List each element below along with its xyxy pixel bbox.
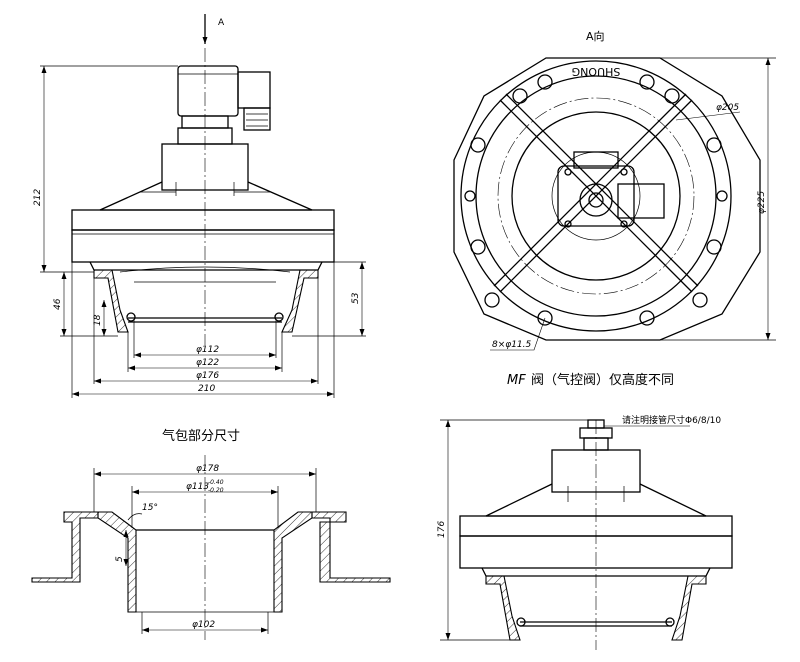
dia-112: φ112 <box>196 345 219 355</box>
view-a-title: A向 <box>586 29 605 43</box>
holes-leader <box>490 317 546 351</box>
center-block <box>557 165 635 227</box>
tank-wall-left <box>31 511 99 583</box>
bolt-holes <box>464 74 728 326</box>
angle-15: 15° <box>142 503 158 513</box>
valve-cap <box>161 143 249 191</box>
width-210: 210 <box>198 384 215 394</box>
height-212: 212 <box>33 189 43 206</box>
depth-5: 5 <box>115 556 125 562</box>
tol-lower: -0.20 <box>208 487 224 494</box>
dia-122: φ122 <box>196 358 219 368</box>
tol-upper: -0.40 <box>208 479 224 486</box>
plan-view-a: A向 SHUONG φ20 <box>453 29 776 388</box>
connector-plug <box>243 107 271 131</box>
dia-205-leader <box>675 111 741 121</box>
solenoid-coil <box>177 65 239 117</box>
tank-section-title: 气包部分尺寸 <box>162 428 240 444</box>
view-arrow-label: A <box>218 18 225 28</box>
valve-cap-2 <box>551 449 641 493</box>
height-176: 176 <box>437 521 447 538</box>
o-ring-right <box>274 312 284 322</box>
tank-wall-right <box>311 511 391 583</box>
connector-top <box>617 183 665 219</box>
flange-outer-circle <box>460 60 732 332</box>
outlet-wall-right <box>281 269 319 333</box>
logo: SHUONG <box>572 65 621 78</box>
outlet-wall-left <box>93 269 129 333</box>
pneumatic-valve-view: 请注明接管尺寸Φ6/8/10 176 <box>437 414 733 650</box>
tube-wall-right <box>273 511 313 613</box>
dia-225: φ225 <box>757 191 767 214</box>
caption-text: 阀（气控阀）仅高度不同 <box>531 372 674 388</box>
height-18: 18 <box>93 314 103 326</box>
height-53: 53 <box>351 292 361 304</box>
dia-176: φ176 <box>196 371 219 381</box>
bolt-circle <box>497 97 695 295</box>
fitting-note: 请注明接管尺寸Φ6/8/10 <box>622 414 721 426</box>
side-elevation-view: A <box>33 14 366 398</box>
dia-178: φ178 <box>196 464 219 474</box>
dia-205: φ205 <box>716 103 739 113</box>
caption-prefix: MF <box>507 373 526 388</box>
dia-113: φ113 <box>186 482 209 492</box>
lower-flange <box>71 229 335 263</box>
connector-box <box>237 71 271 109</box>
o-ring-left <box>126 312 136 322</box>
dia-102: φ102 <box>192 620 215 630</box>
lower-flange-2 <box>459 535 733 569</box>
tank-section-view: 气包部分尺寸 φ178 φ113 -0.40 -0.20 15° 5 φ102 <box>31 428 391 640</box>
valve-dome <box>99 181 313 211</box>
height-46: 46 <box>53 298 63 310</box>
holes-label: 8×φ11.5 <box>492 340 532 350</box>
upper-flange <box>71 209 335 231</box>
